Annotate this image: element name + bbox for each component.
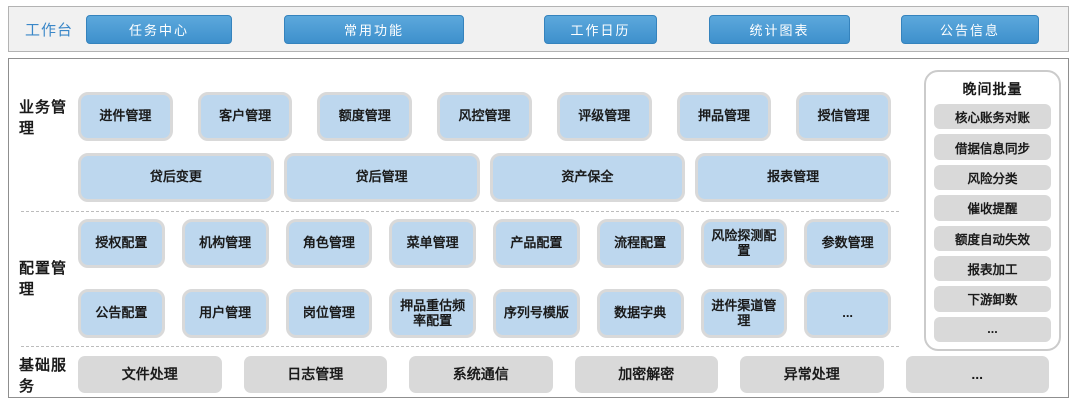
service-tile[interactable]: 文件处理 (78, 356, 222, 393)
module-tile[interactable]: 用户管理 (181, 289, 269, 338)
service-tile[interactable]: 日志管理 (243, 356, 387, 393)
module-tile[interactable]: 角色管理 (285, 219, 373, 268)
batch-job-item[interactable]: 借据信息同步 (934, 134, 1051, 160)
module-tile[interactable]: 贷后变更 (78, 153, 274, 202)
night-batch-panel: 晚间批量 核心账务对账 借据信息同步 风险分类 催收提醒 额度自动失效 报表加工… (924, 70, 1061, 351)
module-tile[interactable]: 授信管理 (796, 92, 892, 141)
module-tile-more[interactable]: ... (804, 289, 891, 338)
workbench-label: 工作台 (25, 21, 74, 39)
module-tile[interactable]: 进件渠道管理 (700, 289, 788, 338)
section-divider (21, 211, 899, 212)
section-label-base-services: 基础服务 (19, 356, 68, 395)
module-tile[interactable]: 风险探测配置 (700, 219, 788, 268)
module-tile[interactable]: 参数管理 (804, 219, 891, 268)
module-tile[interactable]: 机构管理 (181, 219, 269, 268)
workbench-button-statistics-charts[interactable]: 统计图表 (709, 15, 850, 44)
config-row-1: 授权配置 机构管理 角色管理 菜单管理 产品配置 流程配置 风险探测配置 参数管… (78, 219, 891, 268)
module-tile[interactable]: 押品重估频率配置 (389, 289, 476, 338)
batch-job-item[interactable]: 下游卸数 (934, 286, 1051, 312)
module-tile[interactable]: 产品配置 (493, 219, 580, 268)
workbench-button-work-calendar[interactable]: 工作日历 (544, 15, 657, 44)
section-label-config: 配置管理 (19, 260, 68, 298)
module-tile[interactable]: 菜单管理 (389, 219, 476, 268)
workbench-bar: 工作台 任务中心 常用功能 工作日历 统计图表 公告信息 (8, 6, 1069, 52)
module-tile[interactable]: 押品管理 (676, 92, 772, 141)
batch-job-item[interactable]: 核心账务对账 (934, 104, 1051, 130)
module-tile[interactable]: 资产保全 (489, 153, 686, 202)
main-panel: 业务管理 配置管理 基础服务 进件管理 客户管理 额度管理 风控管理 评级管理 … (8, 58, 1069, 398)
batch-job-item[interactable]: 报表加工 (934, 255, 1051, 282)
module-tile[interactable]: 数据字典 (596, 289, 684, 338)
module-tile[interactable]: 报表管理 (695, 153, 891, 202)
module-tile[interactable]: 岗位管理 (285, 289, 373, 338)
batch-job-item[interactable]: 催收提醒 (934, 195, 1051, 221)
config-row-2: 公告配置 用户管理 岗位管理 押品重估频率配置 序列号模版 数据字典 进件渠道管… (78, 289, 891, 338)
module-tile[interactable]: 授权配置 (78, 219, 165, 268)
module-tile[interactable]: 进件管理 (78, 92, 173, 141)
section-label-business: 业务管理 (19, 98, 68, 137)
service-tile[interactable]: 加密解密 (574, 356, 718, 393)
batch-job-item[interactable]: 风险分类 (934, 164, 1051, 191)
module-tile[interactable]: 风控管理 (437, 92, 532, 141)
module-tile[interactable]: 流程配置 (596, 219, 684, 268)
workbench-button-announcements[interactable]: 公告信息 (901, 15, 1039, 44)
module-tile[interactable]: 公告配置 (78, 289, 165, 338)
module-tile[interactable]: 序列号模版 (493, 289, 580, 338)
business-row-2: 贷后变更 贷后管理 资产保全 报表管理 (78, 153, 891, 202)
business-row-1: 进件管理 客户管理 额度管理 风控管理 评级管理 押品管理 授信管理 (78, 92, 892, 141)
workbench-button-common-functions[interactable]: 常用功能 (284, 15, 464, 44)
service-tile-more[interactable]: ... (905, 356, 1049, 393)
module-tile[interactable]: 贷后管理 (283, 153, 480, 202)
module-tile[interactable]: 客户管理 (197, 92, 293, 141)
service-tile[interactable]: 异常处理 (740, 356, 884, 393)
batch-job-item-more[interactable]: ... (934, 316, 1051, 342)
service-tile[interactable]: 系统通信 (409, 356, 553, 393)
batch-job-item[interactable]: 额度自动失效 (934, 225, 1051, 251)
night-batch-title: 晚间批量 (962, 81, 1023, 97)
section-divider (21, 346, 899, 347)
base-services-row: 文件处理 日志管理 系统通信 加密解密 异常处理 ... (78, 356, 1049, 393)
module-tile[interactable]: 评级管理 (556, 92, 652, 141)
module-tile[interactable]: 额度管理 (317, 92, 413, 141)
workbench-button-task-center[interactable]: 任务中心 (86, 15, 232, 44)
